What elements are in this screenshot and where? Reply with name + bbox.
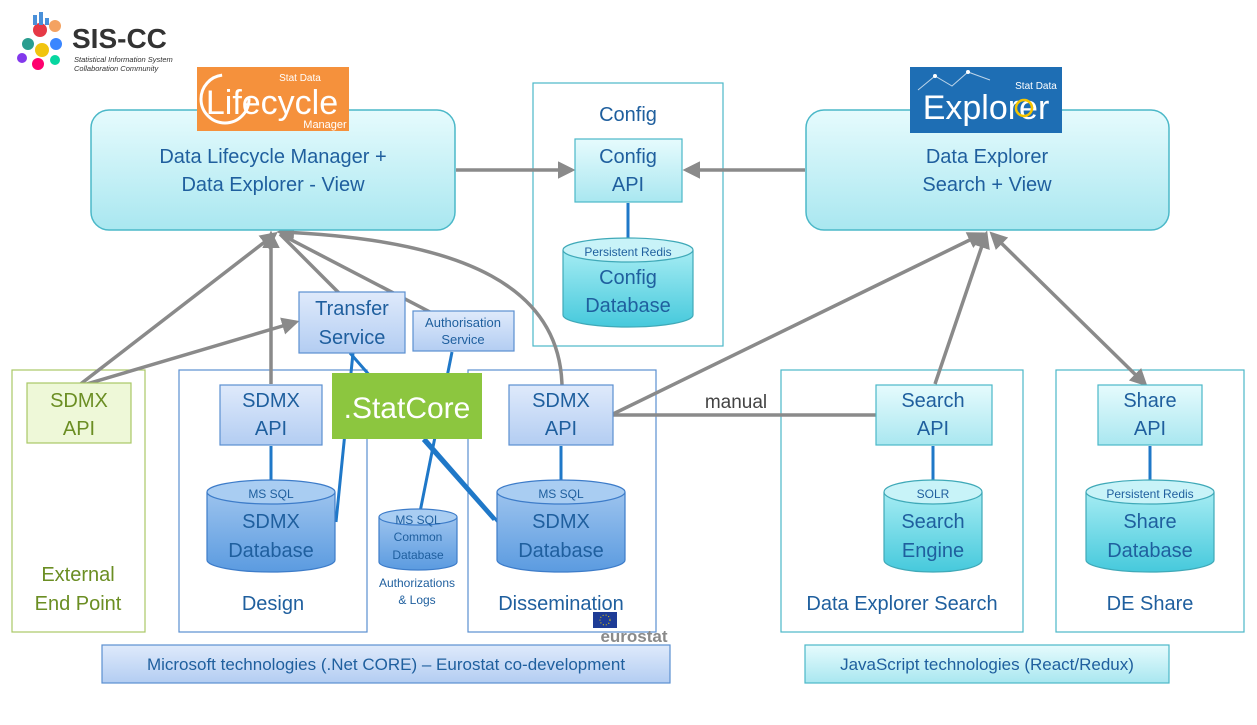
dlm-frontend-subtitle: Data Explorer - View <box>181 174 365 196</box>
dlm-frontend-title: Data Lifecycle Manager + <box>159 146 386 168</box>
data-explorer-logo: Stat Data Explorer <box>910 67 1062 133</box>
de-share-label: DE Share <box>1107 593 1194 615</box>
search-engine: SOLR Search Engine <box>883 479 983 573</box>
sis-cc-logo: SIS-CC Statistical Information System Co… <box>17 12 173 73</box>
design-sdmx-database: MS SQL SDMX Database <box>206 479 336 573</box>
svg-text:Explorer: Explorer <box>923 89 1050 127</box>
svg-text:eurostat: eurostat <box>600 627 667 646</box>
arrow-external-to-dlm <box>76 231 278 388</box>
svg-text:SDMX: SDMX <box>242 511 300 533</box>
svg-text:Authorisation: Authorisation <box>425 315 501 330</box>
arrow-dissemination-to-de <box>612 232 986 416</box>
svg-text:Database: Database <box>228 540 314 562</box>
svg-text:Share: Share <box>1123 390 1176 412</box>
svg-text:SOLR: SOLR <box>917 487 950 501</box>
svg-text:Engine: Engine <box>902 540 964 562</box>
config-api: Config API <box>574 138 683 203</box>
svg-text:Config: Config <box>599 146 657 168</box>
external-endpoint-label: External <box>41 564 114 586</box>
sis-cc-logo-subtitle: Statistical Information System <box>74 55 173 64</box>
magnifier-icon <box>1014 98 1034 118</box>
svg-text:SDMX: SDMX <box>50 390 108 412</box>
de-frontend: Data Explorer Search + View <box>805 109 1170 231</box>
svg-text:API: API <box>255 418 287 440</box>
de-frontend-title: Data Explorer <box>926 146 1049 168</box>
de-frontend-subtitle: Search + View <box>922 174 1052 196</box>
config-database: Persistent Redis Config Database <box>562 237 694 328</box>
connectors <box>76 161 1148 424</box>
dissemination-sdmx-database: MS SQL SDMX Database <box>496 479 626 573</box>
svg-text:API: API <box>545 418 577 440</box>
svg-text:Database: Database <box>518 540 604 562</box>
dissemination-sdmx-api: SDMX API <box>508 384 614 446</box>
design-sdmx-api: SDMX API <box>219 384 323 446</box>
line-transfer-to-dlm <box>278 232 342 296</box>
share-api: Share API <box>1097 384 1203 446</box>
svg-text:API: API <box>917 418 949 440</box>
svg-text:Search: Search <box>901 390 964 412</box>
javascript-tech-banner: JavaScript technologies (React/Redux) <box>804 644 1170 684</box>
svg-text:JavaScript technologies (React: JavaScript technologies (React/Redux) <box>840 655 1134 674</box>
common-db-caption: Authorizations <box>379 576 455 590</box>
share-database: Persistent Redis Share Database <box>1085 479 1215 573</box>
svg-text:Service: Service <box>319 327 386 349</box>
common-database: MS SQL Common Database <box>378 508 458 571</box>
svg-text:Search: Search <box>901 511 964 533</box>
data-explorer-search-label: Data Explorer Search <box>806 593 997 615</box>
svg-text:Config: Config <box>599 267 657 289</box>
svg-text:Lifecycle: Lifecycle <box>206 84 338 122</box>
dissemination-label: Dissemination <box>498 593 624 615</box>
svg-text:Manager: Manager <box>303 119 347 131</box>
design-label: Design <box>242 593 304 615</box>
svg-text:MS SQL: MS SQL <box>538 487 584 501</box>
search-api: Search API <box>875 384 993 446</box>
lifecycle-manager-logo: Stat Data Lifecycle Manager <box>197 67 349 131</box>
line-common-db-to-statcore <box>421 439 496 521</box>
config-group-label: Config <box>599 104 657 126</box>
svg-text:SDMX: SDMX <box>242 390 300 412</box>
arrow-search-to-de <box>933 230 990 385</box>
svg-text:Stat Data: Stat Data <box>1015 81 1057 92</box>
external-sdmx-api: SDMX API <box>26 382 132 444</box>
transfer-service: Transfer Service <box>298 291 406 354</box>
svg-text:API: API <box>1134 418 1166 440</box>
svg-text:MS SQL: MS SQL <box>248 487 294 501</box>
svg-text:.StatCore: .StatCore <box>344 392 471 425</box>
arrow-external-to-transfer <box>79 317 300 388</box>
svg-text:API: API <box>63 418 95 440</box>
svg-text:Persistent Redis: Persistent Redis <box>1106 487 1193 501</box>
svg-text:Database: Database <box>1107 540 1193 562</box>
authorisation-service: Authorisation Service <box>412 310 515 352</box>
svg-text:SDMX: SDMX <box>532 390 590 412</box>
common-db-caption: & Logs <box>398 593 435 607</box>
svg-text:Common: Common <box>394 530 443 544</box>
statcore-logo: .StatCore <box>332 373 482 439</box>
external-endpoint-label: End Point <box>35 593 122 615</box>
svg-text:API: API <box>612 174 644 196</box>
svg-text:Database: Database <box>585 295 671 317</box>
arrow-de-share-bidirectional <box>989 231 1148 387</box>
svg-text:Persistent Redis: Persistent Redis <box>584 245 671 259</box>
svg-text:Share: Share <box>1123 511 1176 533</box>
microsoft-tech-banner: Microsoft technologies (.Net CORE) – Eur… <box>101 644 671 684</box>
svg-text:MS SQL: MS SQL <box>395 513 441 527</box>
svg-text:Microsoft technologies (.Net C: Microsoft technologies (.Net CORE) – Eur… <box>147 655 625 674</box>
svg-text:Stat Data: Stat Data <box>279 73 321 84</box>
svg-text:Service: Service <box>441 332 484 347</box>
edge-label-manual: manual <box>705 392 767 413</box>
svg-text:SDMX: SDMX <box>532 511 590 533</box>
eurostat-logo: eurostat <box>593 612 668 646</box>
svg-text:Database: Database <box>392 548 444 562</box>
sis-cc-logo-text: SIS-CC <box>72 23 167 54</box>
arrow-dissemination-to-dlm <box>276 223 564 387</box>
sis-cc-logo-subtitle: Collaboration Community <box>74 64 159 73</box>
svg-text:Transfer: Transfer <box>315 298 389 320</box>
sis-cc-logo-icon <box>17 12 62 70</box>
